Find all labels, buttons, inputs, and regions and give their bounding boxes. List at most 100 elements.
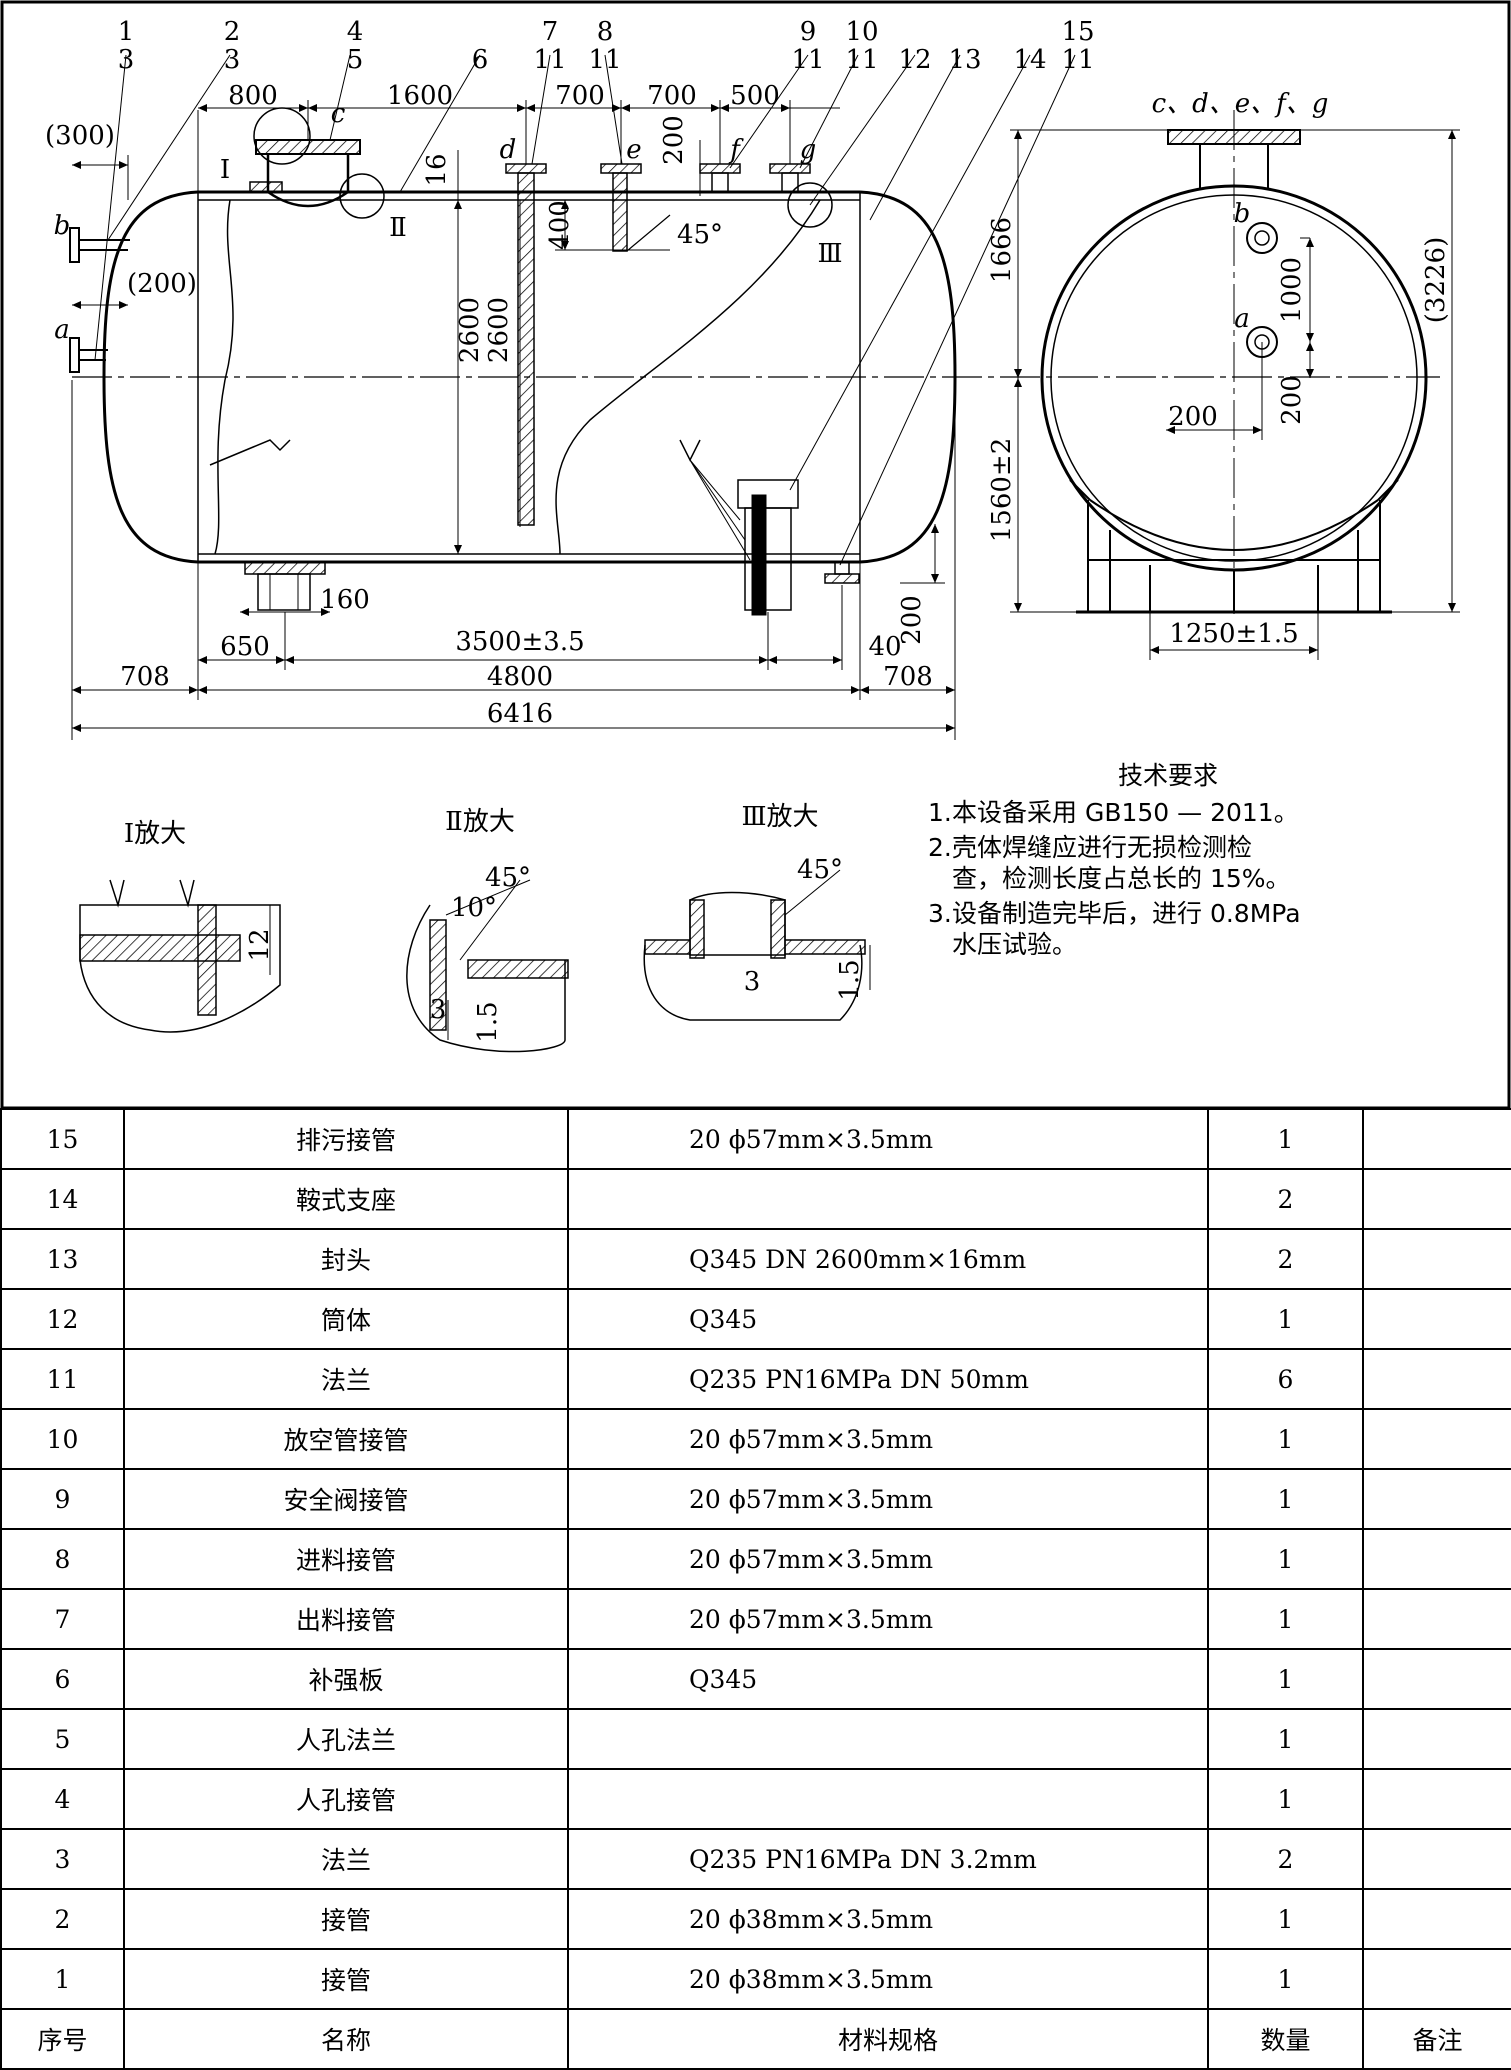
drain-nozzle xyxy=(824,561,860,584)
dim-1000: 1000 xyxy=(1277,257,1307,323)
balloon-3a: 3 xyxy=(118,45,135,75)
bom-cell-no: 7 xyxy=(0,1588,125,1650)
bom-cell-remark xyxy=(1362,1588,1511,1650)
nozzle-e xyxy=(600,163,671,252)
bom-cell-no: 15 xyxy=(0,1108,125,1170)
bom-cell-name: 出料接管 xyxy=(123,1588,569,1650)
bom-header-name: 名称 xyxy=(123,2008,569,2070)
dim-200e: 200 xyxy=(1168,402,1218,432)
side-view xyxy=(1010,110,1460,660)
tech-item-continuation: 水压试验。 xyxy=(952,930,1078,959)
bom-cell-material: 20 ϕ57mm×3.5mm xyxy=(567,1408,1209,1470)
bom-cell-qty: 1 xyxy=(1207,1108,1364,1170)
bom-cell-name: 放空管接管 xyxy=(123,1408,569,1470)
bom-cell-qty: 1 xyxy=(1207,1468,1364,1530)
technical-requirements: 技术要求 1.本设备采用 GB150 — 2011。 2.壳体焊缝应进行无损检测… xyxy=(928,760,1408,964)
detail-3-title: Ⅲ放大 xyxy=(741,802,818,832)
tech-requirements-title: 技术要求 xyxy=(1117,761,1218,790)
balloon-2: 2 xyxy=(224,17,241,47)
side-manhole xyxy=(1167,129,1301,188)
drawing-canvas: 1 3 2 3 4 5 6 7 11 8 11 9 11 10 11 12 13… xyxy=(0,0,1511,1108)
bom-cell-material: 20 ϕ57mm×3.5mm xyxy=(567,1108,1209,1170)
side-label-top: c、d、e、f、g xyxy=(1152,89,1329,119)
tech-requirement-1: 1.本设备采用 GB150 — 2011。 xyxy=(928,797,1408,828)
dim-2600b: 2600 xyxy=(484,297,514,363)
label-c: c xyxy=(331,99,346,129)
bom-cell-qty: 1 xyxy=(1207,1528,1364,1590)
marker-2: Ⅱ xyxy=(389,213,407,243)
label-g: g xyxy=(800,135,817,165)
bom-cell-qty: 1 xyxy=(1207,1948,1364,2010)
bom-header-no: 序号 xyxy=(0,2008,125,2070)
bom-cell-remark xyxy=(1362,1708,1511,1770)
bom-cell-material xyxy=(567,1708,1209,1770)
bom-cell-name: 筒体 xyxy=(123,1288,569,1350)
tech-item-number: 2. xyxy=(928,833,952,862)
break-line-left xyxy=(214,199,234,555)
bom-cell-name: 人孔接管 xyxy=(123,1768,569,1830)
weld-symbol-left xyxy=(209,439,291,466)
bom-cell-material: Q235 PN16MPa DN 3.2mm xyxy=(567,1828,1209,1890)
bom-cell-no: 2 xyxy=(0,1888,125,1950)
bom-cell-remark xyxy=(1362,1408,1511,1470)
nozzle-g xyxy=(769,163,833,228)
bom-cell-name: 接管 xyxy=(123,1948,569,2010)
bom-cell-no: 13 xyxy=(0,1228,125,1290)
label-f: f xyxy=(728,135,744,165)
dim-800: 800 xyxy=(228,81,278,111)
label-b: b xyxy=(54,211,71,241)
bom-cell-qty: 1 xyxy=(1207,1588,1364,1650)
dim-200d: 200 xyxy=(1277,375,1307,425)
dim-1250: 1250±1.5 xyxy=(1169,619,1298,649)
bom-cell-material: 20 ϕ57mm×3.5mm xyxy=(567,1588,1209,1650)
bom-cell-name: 人孔法兰 xyxy=(123,1708,569,1770)
bom-cell-no: 4 xyxy=(0,1768,125,1830)
dim-700a: 700 xyxy=(555,81,605,111)
bom-cell-material: Q345 DN 2600mm×16mm xyxy=(567,1228,1209,1290)
bom-cell-name: 法兰 xyxy=(123,1828,569,1890)
dim-3500: 3500±3.5 xyxy=(455,627,584,657)
side-saddle xyxy=(1069,479,1399,614)
detail-3 xyxy=(643,869,871,1021)
detail-2-dim-3: 3 xyxy=(430,995,447,1025)
bom-cell-material: 20 ϕ57mm×3.5mm xyxy=(567,1468,1209,1530)
dim-1560: 1560±2 xyxy=(987,438,1017,543)
nozzle-b xyxy=(69,227,130,263)
balloon-4: 4 xyxy=(347,17,364,47)
dim-160: 160 xyxy=(320,585,370,615)
bom-cell-qty: 1 xyxy=(1207,1768,1364,1830)
balloon-11e: 11 xyxy=(1061,45,1094,75)
dim-16: 16 xyxy=(422,153,452,186)
side-label-b: b xyxy=(1234,199,1251,229)
balloon-11b: 11 xyxy=(588,45,621,75)
bom-cell-no: 11 xyxy=(0,1348,125,1410)
label-a: a xyxy=(54,315,70,345)
balloon-3b: 3 xyxy=(224,45,241,75)
balloon-10: 10 xyxy=(845,17,878,47)
balloon-5: 5 xyxy=(347,45,364,75)
detail-2 xyxy=(406,879,569,1053)
dim-500: 500 xyxy=(730,81,780,111)
detail-2-angle-10: 10° xyxy=(451,893,497,923)
dim-650: 650 xyxy=(220,632,270,662)
bom-cell-remark xyxy=(1362,1228,1511,1290)
detail-2-angle-45: 45° xyxy=(485,863,531,893)
balloon-15: 15 xyxy=(1061,17,1094,47)
dim-3226: (3226) xyxy=(1421,237,1451,323)
bom-cell-material: 20 ϕ57mm×3.5mm xyxy=(567,1528,1209,1590)
front-view xyxy=(69,54,1440,740)
tech-item-text: 设备制造完毕后，进行 0.8MPa xyxy=(952,899,1301,928)
dim-200c: 200 xyxy=(897,595,927,645)
balloon-13: 13 xyxy=(948,45,981,75)
bom-cell-material: Q345 xyxy=(567,1648,1209,1710)
tech-item-number: 1. xyxy=(928,798,952,827)
